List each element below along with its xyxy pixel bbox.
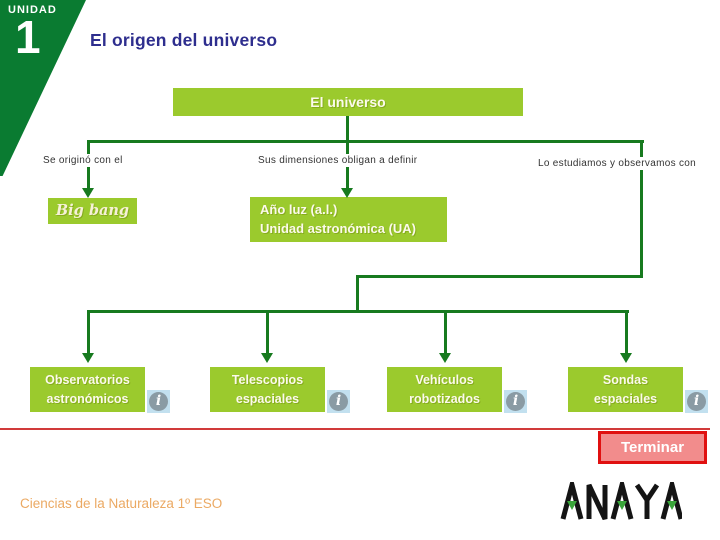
- leaf-line: espaciales: [235, 392, 300, 406]
- connector-root-vertical: [346, 116, 349, 140]
- branch-label-origin: Se originó con el: [40, 154, 126, 167]
- info-icon[interactable]: i: [327, 390, 350, 413]
- arrowhead-bigbang: [82, 188, 94, 198]
- connector-bottom-horizontal: [87, 310, 629, 313]
- info-icon-glyph: i: [687, 392, 706, 411]
- leaf-line: Telescopios: [231, 373, 304, 387]
- info-icon[interactable]: i: [147, 390, 170, 413]
- node-sondas: Sondas espaciales: [568, 367, 683, 412]
- branch-label-dimensions: Sus dimensiones obligan a definir: [255, 154, 421, 167]
- branch-label-study: Lo estudiamos y observamos con: [535, 157, 699, 170]
- distance-units-line2: Unidad astronómica (UA): [260, 221, 417, 236]
- arrowhead-leaf3: [439, 353, 451, 363]
- anaya-logo-graphic: [560, 475, 684, 521]
- node-big-bang: Big bang: [48, 198, 137, 224]
- info-icon[interactable]: i: [685, 390, 708, 413]
- info-icon[interactable]: i: [504, 390, 527, 413]
- connector-leaf1-arrow: [87, 310, 90, 355]
- leaf-line: espaciales: [593, 392, 658, 406]
- red-divider-line: [0, 428, 710, 430]
- info-icon-glyph: i: [329, 392, 348, 411]
- leaf-line: Sondas: [602, 373, 649, 387]
- terminar-button[interactable]: Terminar: [598, 431, 707, 464]
- connector-top-horizontal: [88, 140, 644, 143]
- unit-label: UNIDAD: [8, 4, 57, 16]
- leaf-line: Observatorios: [45, 373, 130, 387]
- root-node-el-universo: El universo: [173, 88, 523, 116]
- anaya-logo: [560, 475, 684, 521]
- node-observatorios: Observatorios astronómicos: [30, 367, 145, 412]
- leaf-line: Vehículos: [415, 373, 474, 387]
- connector-leaf4-arrow: [625, 310, 628, 355]
- page-title: El origen del universo: [90, 30, 278, 50]
- course-footer: Ciencias de la Naturaleza 1º ESO: [20, 496, 223, 511]
- distance-units-line1: Año luz (a.l.): [260, 202, 338, 217]
- leaf-line: astronómicos: [46, 392, 129, 406]
- node-distance-units: Año luz (a.l.) Unidad astronómica (UA): [250, 197, 447, 242]
- connector-mid-vertical: [356, 275, 359, 313]
- arrowhead-units: [341, 188, 353, 198]
- info-icon-glyph: i: [149, 392, 168, 411]
- connector-leaf3-arrow: [444, 310, 447, 355]
- node-telescopios: Telescopios espaciales: [210, 367, 325, 412]
- leaf-line: robotizados: [409, 392, 480, 406]
- connector-right-vertical: [640, 140, 643, 278]
- arrowhead-leaf4: [620, 353, 632, 363]
- info-icon-glyph: i: [506, 392, 525, 411]
- connector-leaf2-arrow: [266, 310, 269, 355]
- unit-number: 1: [15, 11, 41, 63]
- unit-tab: UNIDAD 1: [0, 0, 86, 176]
- arrowhead-leaf2: [261, 353, 273, 363]
- arrowhead-leaf1: [82, 353, 94, 363]
- node-vehiculos: Vehículos robotizados: [387, 367, 502, 412]
- connector-mid-horizontal: [356, 275, 643, 278]
